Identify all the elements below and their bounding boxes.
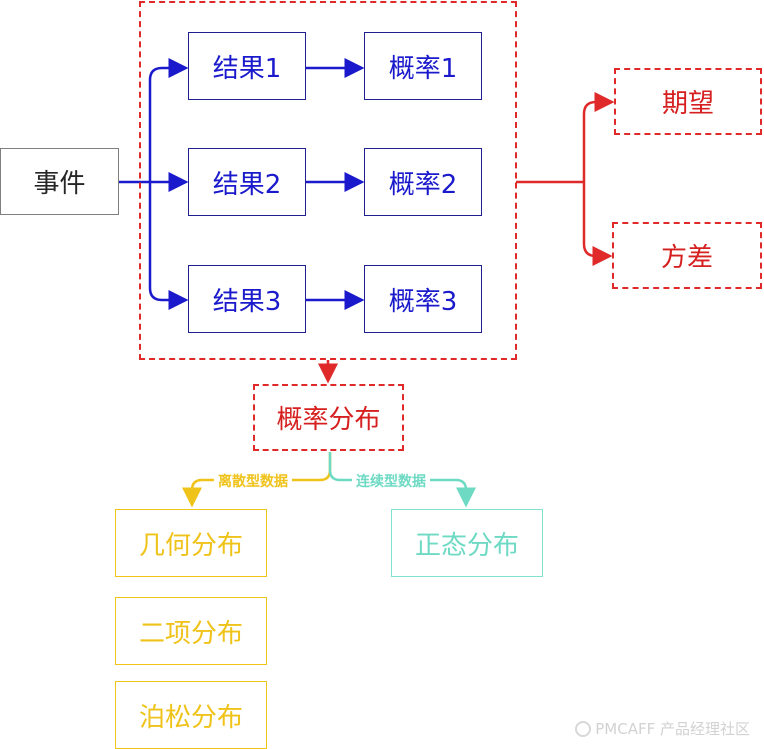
watermark: PMCAFF 产品经理社区 — [575, 718, 750, 739]
logo-icon — [575, 720, 592, 737]
outcome-probability-group — [139, 1, 517, 360]
variance-node: 方差 — [612, 222, 762, 289]
event-to-results-connector — [118, 58, 189, 310]
probability-2-node: 概率2 — [364, 148, 482, 216]
continuous-data-label: 连续型数据 — [352, 471, 430, 491]
geometric-distribution-node: 几何分布 — [115, 509, 267, 577]
binomial-distribution-node: 二项分布 — [115, 597, 267, 665]
probability-distribution-node: 概率分布 — [253, 384, 404, 451]
poisson-distribution-node: 泊松分布 — [115, 681, 267, 749]
group-to-stats-connector — [318, 92, 615, 384]
result-2-node: 结果2 — [188, 148, 306, 216]
expectation-node: 期望 — [614, 68, 762, 135]
probability-1-node: 概率1 — [364, 32, 482, 100]
watermark-text: PMCAFF 产品经理社区 — [595, 720, 750, 738]
result-to-prob-arrows — [306, 58, 365, 310]
discrete-data-label: 离散型数据 — [214, 471, 292, 491]
event-node: 事件 — [0, 148, 119, 215]
probability-3-node: 概率3 — [364, 265, 482, 333]
result-1-node: 结果1 — [188, 32, 306, 100]
normal-distribution-node: 正态分布 — [391, 509, 543, 577]
result-3-node: 结果3 — [188, 265, 306, 333]
